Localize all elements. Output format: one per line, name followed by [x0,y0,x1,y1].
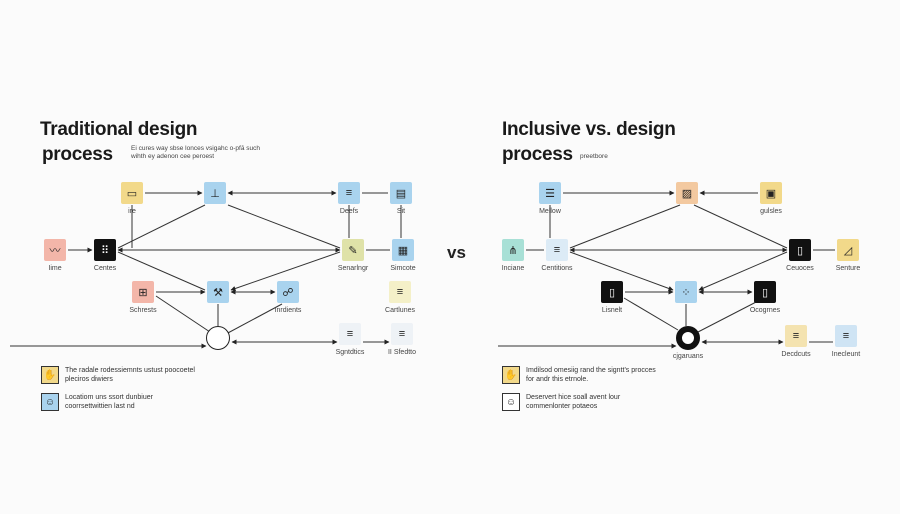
node-label: Centes [93,265,117,272]
node-label: cjgaruans [672,353,704,360]
face-icon: ☺ [41,393,59,411]
node-label: Simcote [390,265,416,272]
left-title: Traditional design process [40,117,197,167]
node-label: Inecleunt [831,351,861,358]
connector-arrow [693,204,788,249]
layers-icon: ▤ [390,182,412,204]
square-icon: ▯ [601,281,623,303]
document-icon: ≡ [546,239,568,261]
target-icon [676,326,700,350]
board-icon: ▣ [760,182,782,204]
connector-arrow [117,204,206,249]
chart-icon: ⊥ [204,182,226,204]
list-icon: ☰ [539,182,561,204]
ruler-icon: ◿ [837,239,859,261]
document-icon: ≡ [389,281,411,303]
right-subtitle: preetbore [580,153,608,160]
left-legend-item-2: ☺ Locatiom uns ssort dunbiuer coorrsettw… [41,393,195,411]
node-label: Inciane [501,265,525,272]
legend-text: The radale rodessiemnts ustust poocoetel… [65,367,195,383]
connector-arrow [569,204,681,249]
node-label: Cartlunes [385,307,415,314]
document-icon: ≡ [391,323,413,345]
tools-icon: ⚒ [207,281,229,303]
document-icon: ≡ [339,323,361,345]
frame-icon: ⊞ [132,281,154,303]
face-icon: ☺ [502,393,520,411]
hand-icon: ✋ [502,366,520,384]
node-label: Iime [48,265,62,272]
right-legend-item-2: ☺ Deservert hice soall avent lour commen… [502,393,656,411]
right-title-line1: Inclusive vs. design [502,119,676,140]
left-subtitle: Ei cures way sbse lonces vsigahc o-pfā s… [131,145,260,160]
right-legend-item-1: ✋ Imdilsod omesiig rand the signtt's pro… [502,366,656,384]
image-icon: ▨ [676,182,698,204]
connector-arrow [227,204,341,249]
sketch-icon: 〰 [44,239,66,261]
left-title-line2: process [42,144,113,165]
connector-arrow [225,303,283,335]
node-label: Senture [835,265,861,272]
node-label: Sgntdtics [335,349,365,356]
people-icon: ☍ [277,281,299,303]
connector-arrow [230,251,341,291]
node-label: Ceuoces [786,265,814,272]
connector-arrow [698,251,788,291]
square-icon: ▯ [754,281,776,303]
node-label: Lisnelt [601,307,623,314]
node-label: gulsles [760,208,782,215]
monitor-icon: ▭ [121,182,143,204]
legend-text: Imdilsod omesiig rand the signtt's procc… [526,367,656,383]
node-label: Ocogrnes [749,307,781,314]
table-icon: ▦ [392,239,414,261]
node-label: Decdcuts [781,351,811,358]
node-label: II Sfedtto [387,349,417,356]
grid-icon: ⠿ [94,239,116,261]
flow-icon: ⋔ [502,239,524,261]
document-icon: ≡ [785,325,807,347]
legend-text: Locatiom uns ssort dunbiuer coorrsettwit… [65,394,153,410]
cluster-icon: ⁘ [675,281,697,303]
node-label: Sit [396,208,406,215]
node-label: Centitions [541,265,573,272]
clock-icon [206,326,230,350]
right-title-line2: process [502,144,573,165]
node-label: Mellow [539,208,561,215]
connector-arrow [569,251,674,291]
connector-arrow [117,251,206,291]
connector-arrow [623,297,679,331]
left-title-line1: Traditional design [40,119,198,140]
legend-text: Deservert hice soall avent lour commenlo… [526,394,621,410]
node-label: Schrests [129,307,157,314]
square-icon: ▯ [789,239,811,261]
pen-icon: ✎ [342,239,364,261]
connector-arrow [155,295,211,333]
node-label: ire [128,208,136,215]
document-icon: ≡ [835,325,857,347]
left-legend-item-1: ✋ The radale rodessiemnts ustust poocoet… [41,366,195,384]
vs-label: vs [447,243,466,262]
right-title: Inclusive vs. design process [502,117,676,167]
connector-arrow [697,299,761,333]
document-icon: ≡ [338,182,360,204]
node-label: Senarlngr [337,265,369,272]
node-label: Inrdients [274,307,302,314]
node-label: Deefs [339,208,359,215]
hand-icon: ✋ [41,366,59,384]
